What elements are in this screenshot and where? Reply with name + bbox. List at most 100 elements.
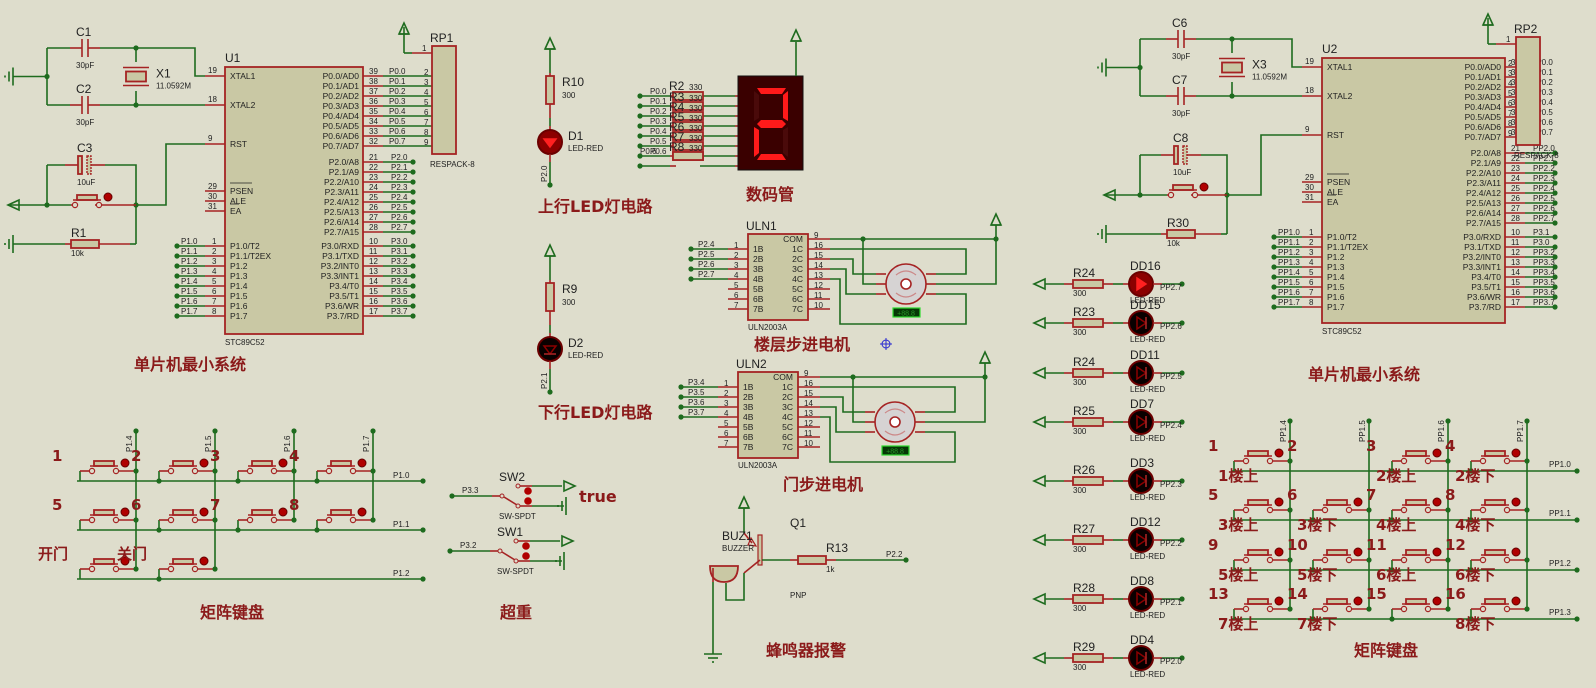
- pin-name: P3.1/TXD: [1464, 242, 1501, 252]
- keypad-key[interactable]: [246, 458, 288, 475]
- keypad-key[interactable]: [1479, 497, 1521, 514]
- key-label: 5楼下: [1297, 566, 1337, 584]
- floor-led-resistor[interactable]: [1072, 535, 1104, 545]
- contact: [1503, 457, 1511, 465]
- segment-resistor[interactable]: [672, 131, 704, 141]
- keypad-key[interactable]: [1479, 596, 1521, 613]
- terminal-arrow-icon: [1032, 592, 1046, 606]
- segment-resistor[interactable]: [672, 101, 704, 111]
- section-title: 门步进电机: [783, 475, 863, 494]
- net-label: PP2.7: [1160, 283, 1182, 292]
- segment-resistor[interactable]: [672, 111, 704, 121]
- reset-button[interactable]: [71, 192, 113, 209]
- pin-name: P0.3/AD3: [1465, 92, 1502, 102]
- resistor-ref: R1: [71, 226, 87, 240]
- junction-dot: [1389, 567, 1395, 573]
- capacitor-icon[interactable]: [1177, 87, 1185, 105]
- keypad-key[interactable]: [1479, 547, 1521, 564]
- power-arrow-icon: [978, 350, 992, 364]
- pin-name: P2.5/A13: [324, 207, 359, 217]
- spdt-switch[interactable]: [497, 538, 530, 564]
- key-number: 16: [1445, 585, 1466, 603]
- floor-led-resistor[interactable]: [1072, 653, 1104, 663]
- keypad-key[interactable]: [1400, 497, 1442, 514]
- capacitor-icon[interactable]: [81, 39, 89, 57]
- net-label: P2.0: [540, 165, 549, 182]
- net-label: P1.6: [283, 435, 292, 452]
- button-state-indicator: [120, 507, 130, 517]
- keypad-key[interactable]: [1321, 596, 1363, 613]
- junction-dot: [1445, 606, 1451, 612]
- keypad-key[interactable]: [88, 507, 130, 524]
- floor-led-resistor[interactable]: [1072, 417, 1104, 427]
- keypad-key[interactable]: [1400, 448, 1442, 465]
- keypad-key[interactable]: [1400, 547, 1442, 564]
- keypad-key[interactable]: [167, 556, 209, 573]
- segment-resistor[interactable]: [672, 91, 704, 101]
- segment-resistor[interactable]: [672, 121, 704, 131]
- segment-resistor[interactable]: [672, 151, 704, 161]
- spdt-switch[interactable]: [499, 483, 532, 509]
- pin-number: 1: [734, 241, 739, 250]
- keypad-key[interactable]: [1242, 448, 1284, 465]
- keypad-key[interactable]: [1479, 448, 1521, 465]
- keypad-key[interactable]: [1242, 497, 1284, 514]
- net-label: PP1.7: [1278, 298, 1300, 307]
- crystal-icon[interactable]: [123, 66, 149, 87]
- electrolytic-capacitor-icon[interactable]: [77, 155, 92, 175]
- capacitor-icon[interactable]: [1177, 30, 1185, 48]
- power-arrow-icon: [397, 21, 411, 35]
- respack-body[interactable]: [431, 45, 457, 155]
- keypad-key[interactable]: [167, 507, 209, 524]
- floor-led-resistor[interactable]: [1072, 318, 1104, 328]
- keypad-key[interactable]: [325, 507, 367, 524]
- net-terminal-dot: [410, 169, 416, 175]
- crystal-icon[interactable]: [1219, 57, 1245, 78]
- reset-button[interactable]: [1167, 182, 1209, 199]
- net-label: P2.6: [698, 260, 715, 269]
- keypad-key[interactable]: [325, 458, 367, 475]
- floor-led: [1128, 468, 1154, 494]
- wire: [136, 143, 205, 206]
- keypad-key[interactable]: [167, 458, 209, 475]
- reset-resistor[interactable]: [70, 239, 100, 249]
- segment-a: [757, 88, 786, 94]
- floor-led-resistor[interactable]: [1072, 476, 1104, 486]
- keypad-key[interactable]: [1321, 497, 1363, 514]
- pin-number: 2: [724, 389, 729, 398]
- reset-resistor[interactable]: [1166, 229, 1196, 239]
- segment-c: [783, 127, 788, 157]
- net-label: P3.4: [688, 378, 705, 387]
- keypad-key[interactable]: [246, 507, 288, 524]
- keypad-key[interactable]: [88, 556, 130, 573]
- junction-dot: [1287, 507, 1293, 513]
- resistor-ref: R10: [562, 75, 584, 89]
- keypad-key[interactable]: [1321, 547, 1363, 564]
- net-label: P2.2: [886, 550, 903, 559]
- floor-led-resistor[interactable]: [1072, 368, 1104, 378]
- electrolytic-capacitor-icon[interactable]: [1173, 145, 1188, 165]
- wire: [725, 573, 745, 601]
- keypad-key[interactable]: [88, 458, 130, 475]
- keypad-key[interactable]: [1242, 547, 1284, 564]
- switch-state-indicator: [522, 552, 530, 560]
- pin-number: 32: [369, 137, 378, 146]
- respack-body[interactable]: [1515, 36, 1541, 146]
- led-resistor[interactable]: [545, 75, 555, 105]
- led-resistor[interactable]: [545, 282, 555, 312]
- segment-resistor[interactable]: [672, 141, 704, 151]
- keypad-key[interactable]: [1400, 596, 1442, 613]
- floor-led-resistor[interactable]: [1072, 279, 1104, 289]
- keypad-key[interactable]: [1242, 596, 1284, 613]
- net-label: PP0.0: [1531, 58, 1553, 67]
- led-value: LED-RED: [568, 144, 603, 153]
- contact: [1424, 506, 1432, 514]
- key-label: 6楼上: [1376, 566, 1416, 584]
- buzzer-resistor[interactable]: [797, 555, 827, 565]
- pin-number: 5: [424, 98, 429, 107]
- wire: [100, 47, 205, 77]
- contact: [1345, 506, 1353, 514]
- floor-led-resistor[interactable]: [1072, 594, 1104, 604]
- capacitor-icon[interactable]: [81, 96, 89, 114]
